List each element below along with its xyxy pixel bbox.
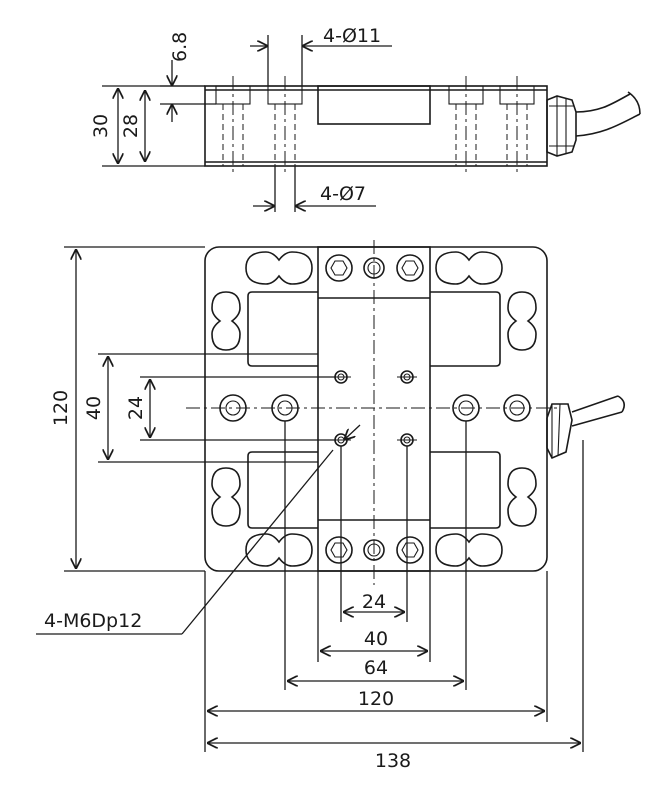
label-hole-top-small: 4-Ø7 [320,183,366,205]
side-view-window [317,85,431,125]
label-bottom-40: 40 [364,628,388,650]
dim-side-120 [64,246,205,572]
dim-hole-top-large [250,35,392,86]
label-side-24: 24 [125,396,147,420]
dim-side-24 [140,376,335,441]
plan-view-slots [211,251,537,567]
dim-hole-top-small [253,166,376,212]
label-bottom-64: 64 [364,657,388,679]
plan-view-plate [204,246,548,572]
label-wall-thickness: 6.8 [169,32,191,62]
label-bottom-24: 24 [362,591,386,613]
label-height-outer: 30 [90,114,112,138]
dim-wall-thickness [160,60,216,122]
dim-thread-callout [36,424,361,635]
label-hole-top-large: 4-Ø11 [323,25,381,47]
label-side-40: 40 [83,396,105,420]
label-bottom-120: 120 [358,688,394,710]
side-view-body [204,85,548,167]
dim-height-outer [102,85,205,167]
label-thread-callout: 4-M6Dp12 [44,610,142,632]
plan-view [186,240,626,585]
dim-bottom-extensions [204,421,584,752]
side-view-cable-gland [546,91,641,157]
label-bottom-138: 138 [375,750,411,772]
plan-view-cable-gland [546,395,626,460]
side-view: 4-Ø11 6.8 30 28 4-Ø7 [90,25,641,212]
dim-side-40 [98,353,318,463]
label-height-inner: 28 [120,114,142,138]
plan-view-pockets [247,291,501,529]
label-side-120: 120 [50,390,72,426]
side-view-holes [215,76,535,176]
